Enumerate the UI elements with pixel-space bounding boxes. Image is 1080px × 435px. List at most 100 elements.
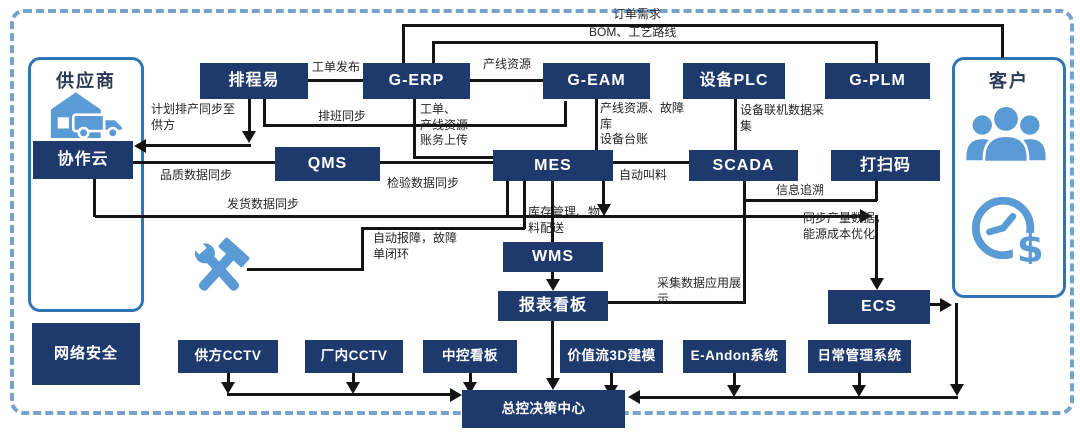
node-e-andon: E-Andon系统: [683, 340, 786, 373]
arrowhead-down: [242, 131, 256, 143]
arrowhead-right: [450, 388, 462, 402]
connector-line: [227, 393, 453, 396]
connector-line: [413, 156, 493, 159]
connector-line: [602, 181, 605, 206]
node-changnei-cctv: 厂内CCTV: [305, 340, 403, 373]
connector-line: [361, 227, 364, 270]
node-richang-guanli: 日常管理系统: [808, 340, 911, 373]
connector-line: [432, 41, 878, 44]
edge-label-paiban-tongbu: 排班同步: [318, 109, 367, 123]
connector-line: [363, 227, 525, 230]
node-ecs: ECS: [828, 290, 930, 324]
arrowhead-down: [221, 382, 235, 394]
people-group-icon: [966, 104, 1046, 164]
connector-line: [875, 41, 878, 63]
arrowhead-right: [860, 209, 872, 223]
edge-label-fahuo-tongbu: 发货数据同步: [227, 197, 300, 211]
connector-line: [955, 303, 958, 386]
edge-label-zidong-baozhang: 自动报障，故障 单闭环: [373, 231, 458, 261]
node-zhongkong-kanban: 中控看板: [423, 340, 517, 373]
connector-line: [523, 181, 526, 229]
connector-line: [402, 24, 1003, 27]
node-zongkong-juece: 总控决策中心: [462, 390, 625, 428]
node-wms: WMS: [503, 242, 603, 272]
connector-line: [146, 144, 251, 147]
connector-line: [734, 98, 737, 152]
connector-line: [875, 215, 878, 280]
connector-line: [640, 396, 958, 399]
connector-line: [133, 161, 275, 164]
connector-line: [930, 303, 942, 306]
edge-label-pinzhi-tongbu: 品质数据同步: [160, 168, 233, 182]
connector-line: [308, 79, 363, 82]
edge-label-chanxian-guzhang: 产线资源、故障 库 设备台账: [600, 101, 685, 147]
arrowhead-left: [628, 390, 640, 404]
connector-line: [564, 101, 567, 127]
connector-line: [380, 161, 493, 164]
connector-line: [613, 161, 689, 164]
connector-line: [469, 373, 472, 384]
connector-line: [506, 181, 509, 217]
connector-line: [413, 98, 416, 159]
house-and-truck-icon: [50, 92, 125, 139]
connector-line: [402, 24, 405, 63]
connector-line: [733, 373, 736, 387]
edge-label-bom-gongyi: BOM、工艺路线: [589, 25, 677, 39]
node-gongfang-cctv: 供方CCTV: [178, 340, 278, 373]
node-baobiao-kanban: 报表看板: [498, 291, 608, 321]
arrowhead-down: [727, 385, 741, 397]
clock-dollar-icon: $: [971, 196, 1048, 264]
node-mes: MES: [493, 150, 613, 181]
supplier-title: 供应商: [56, 71, 116, 91]
connector-line: [551, 272, 554, 281]
arrowhead-down: [870, 278, 884, 290]
edge-label-zidong-jiaoliao: 自动叫料: [619, 168, 668, 182]
node-wangluo-anquan: 网络安全: [32, 323, 140, 385]
edge-label-jianyan-tongbu: 检验数据同步: [387, 176, 460, 190]
connector-line: [95, 215, 862, 218]
edge-label-xinxi-zhuisu: 信息追溯: [776, 183, 825, 197]
connector-line: [470, 79, 543, 82]
edge-label-caiji-shuju: 采集数据应用展 示: [657, 276, 742, 306]
connector-line: [608, 301, 746, 304]
node-g-erp: G-ERP: [363, 63, 470, 99]
connector-line: [265, 124, 567, 127]
connector-line: [248, 98, 251, 133]
node-paichengyi: 排程易: [200, 63, 308, 99]
connector-line: [595, 99, 598, 152]
connector-line: [1001, 24, 1004, 58]
svg-text:$: $: [1017, 227, 1044, 264]
customer-title: 客户: [989, 71, 1029, 91]
edge-label-tongbu-chanliang: 同步产量数据， 能源成本优化: [803, 211, 888, 241]
hammer-wrench-icon: [193, 237, 250, 291]
edge-label-gongdan-fabu: 工单发布: [312, 60, 361, 74]
node-jiazhiliu-3d: 价值流3D建模: [560, 340, 663, 373]
node-dasaoma: 打扫码: [831, 150, 940, 181]
connector-line: [247, 268, 364, 271]
arrowhead-down: [597, 204, 611, 216]
connector-line: [352, 373, 355, 384]
connector-line: [858, 373, 861, 387]
connector-line: [745, 199, 877, 202]
connector-line: [227, 373, 230, 384]
connector-line: [93, 179, 96, 217]
node-shebei-plc: 设备PLC: [683, 63, 785, 99]
node-xiezuoyun: 协作云: [33, 141, 133, 179]
connector-line: [263, 98, 266, 127]
arrowhead-down: [546, 378, 560, 390]
arrowhead-left: [134, 139, 146, 153]
connector-line: [875, 181, 878, 201]
arrowhead-down: [852, 385, 866, 397]
arrowhead-down: [950, 384, 964, 396]
connector-line: [551, 181, 554, 243]
arrowhead-down: [546, 279, 560, 291]
arrowhead-down: [346, 382, 360, 394]
edge-label-gongdan-shangchuan: 工单、 产线资源 账务上传: [420, 102, 469, 148]
edge-label-kucun-guanli: 库存管理、物 料配送: [528, 205, 601, 235]
node-g-plm: G-PLM: [825, 63, 930, 99]
arrowhead-right: [940, 298, 952, 312]
connector-line: [432, 41, 435, 63]
node-qms: QMS: [275, 147, 380, 181]
connector-line: [551, 321, 554, 379]
